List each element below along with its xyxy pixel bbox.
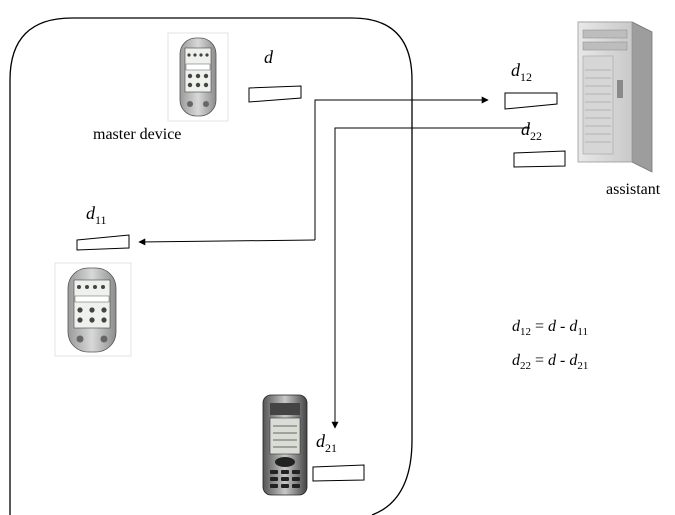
arrow-master-to-assistant bbox=[315, 100, 488, 240]
master-pda-icon bbox=[168, 33, 228, 121]
data-block-d bbox=[249, 86, 301, 102]
label-d12: d12 bbox=[511, 60, 532, 81]
pda-device-icon bbox=[55, 263, 131, 356]
mobile-phone-icon bbox=[263, 395, 307, 495]
data-block-d11 bbox=[77, 235, 129, 250]
equation-d12: d12 = d - d11 bbox=[512, 318, 588, 336]
label-d11: d11 bbox=[86, 203, 107, 224]
label-d22: d22 bbox=[521, 119, 542, 140]
data-block-d12 bbox=[505, 93, 557, 109]
arrow-assistant-to-phone bbox=[335, 128, 530, 428]
data-block-d21 bbox=[313, 465, 364, 481]
master-device-label: master device bbox=[93, 126, 181, 144]
equation-d22: d22 = d - d21 bbox=[512, 352, 588, 370]
label-d21: d21 bbox=[316, 431, 337, 452]
assistant-label: assistant bbox=[606, 181, 660, 199]
arrow-master-to-pda bbox=[139, 240, 315, 242]
assistant-server-icon bbox=[578, 22, 652, 172]
label-d: d bbox=[264, 47, 273, 68]
data-block-d22 bbox=[514, 151, 565, 167]
